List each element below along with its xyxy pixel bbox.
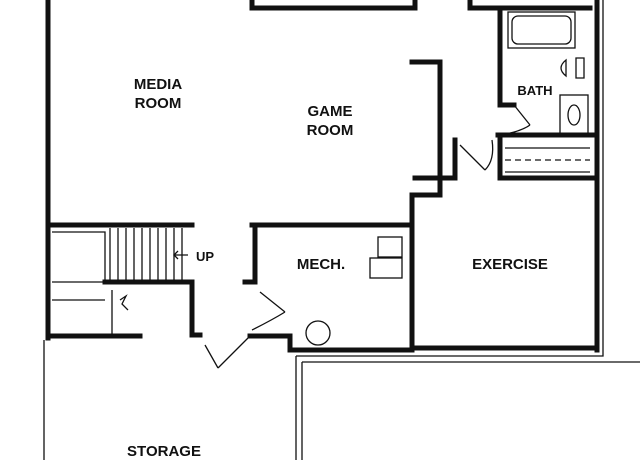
media-room-label-line2: ROOM (134, 95, 182, 112)
up-label: UP (195, 249, 215, 264)
mech-equipment-upper (377, 236, 403, 258)
bathtub (507, 11, 576, 49)
up-arrow (173, 250, 188, 260)
storage-label: STORAGE (127, 443, 201, 460)
game-room-right-wall (409, 59, 443, 228)
sink (567, 104, 581, 126)
top-wall-right (467, 0, 593, 11)
exercise-label: EXERCISE (472, 256, 548, 273)
bathtub-inner (511, 15, 572, 45)
game-room-label-line1: GAME (307, 103, 353, 120)
walls (45, 0, 600, 353)
closet-rod (505, 147, 590, 173)
bath-left-wall (497, 5, 517, 108)
mech-door (251, 291, 286, 331)
toilet (560, 57, 585, 79)
exterior-bottom-outline (296, 0, 604, 357)
mech-label: MECH. (296, 256, 346, 273)
media-room-label-line1: MEDIA (133, 76, 183, 93)
mech-bottom-wall (247, 333, 415, 353)
game-room-right-wall-lower (412, 137, 458, 181)
vanity (559, 94, 589, 136)
stair-rail (52, 231, 106, 282)
thin-lines (43, 0, 640, 460)
bath-label: BATH (517, 83, 553, 98)
water-heater (305, 320, 331, 346)
stair-treads (109, 228, 183, 282)
game-room-label: GAME ROOM (300, 102, 360, 140)
top-wall-left (249, 0, 418, 11)
media-room-label: MEDIA ROOM (128, 75, 188, 113)
stair-bottom-wall (102, 279, 203, 338)
mech-equipment-lower (369, 257, 403, 279)
storage-door (204, 337, 249, 369)
stair-break (119, 294, 129, 311)
game-room-label-line2: ROOM (306, 122, 354, 139)
lower-stair (52, 281, 113, 335)
storage-right-outline (295, 356, 303, 460)
game-door (459, 139, 494, 171)
mech-left-wall (242, 222, 258, 285)
bath-door (499, 104, 531, 136)
